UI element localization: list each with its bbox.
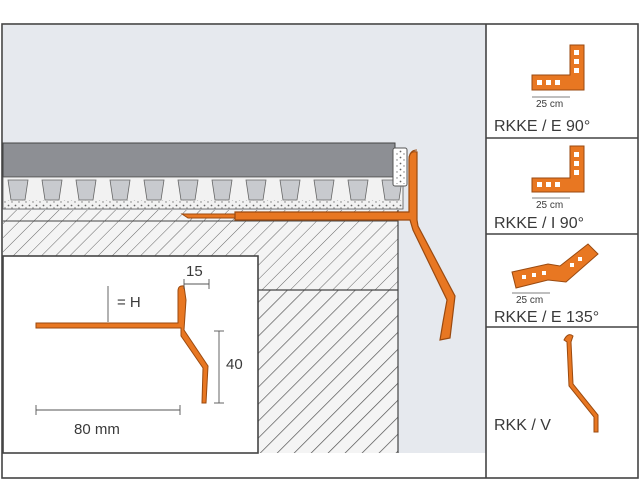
drainage-bump [75,179,97,201]
wall-column-hatch [258,290,398,453]
size-label-i90: 25 cm [536,200,563,211]
drainage-bump [279,179,301,201]
drainage-bump [211,179,233,201]
size-label-e90: 25 cm [536,99,563,110]
panel-rkk-v: RKK / V [494,334,599,434]
panel-name-i90: RKKE / I 90° [494,215,584,232]
drainage-bump [245,179,267,201]
corner-profile-e135 [511,243,599,289]
panel-name-rkk-v: RKK / V [494,417,551,434]
dimension-lines [35,279,224,415]
profile-rkk-v [563,334,599,433]
drainage-bump [177,179,199,201]
tile-covering [2,142,396,178]
mortar-bed [3,200,403,210]
drainage-bump [109,179,131,201]
corner-profile-e135-holes [522,257,582,279]
corner-profile-i90-holes [537,152,579,187]
outer-frame [1,23,639,479]
drainage-bump [313,179,335,201]
profile-anchor-strip [180,213,243,219]
corner-profile-e90-holes [537,50,579,85]
product-panels: 25 cm RKKE / E 90° 25 cm RKKE / I 90° 25… [485,24,638,478]
drainage-bump [347,179,369,201]
panel-rkke-e90: 25 cm RKKE / E 90° [494,44,590,135]
dim-horizontal-label: 80 mm [74,421,120,438]
drainage-bump [41,179,63,201]
panel-rkke-i90: 25 cm RKKE / I 90° [494,145,585,232]
corner-profile-i90 [531,145,585,193]
detail-box [2,255,259,454]
joint-sealant-fill [395,150,405,184]
panel-name-e135: RKKE / E 135° [494,309,599,326]
drainage-bump [7,179,29,201]
size-label-e135: 25 cm [516,295,543,306]
dim-top-width-label: 15 [186,263,203,280]
panel-rkke-e135: 25 cm RKKE / E 135° [494,243,599,326]
dim-vertical-label: 40 [226,356,243,373]
dim-height-label: = H [117,294,141,311]
corner-profile-e90 [531,44,585,91]
drainage-bump [143,179,165,201]
section-view: 15 = H 40 80 mm [2,25,486,454]
panel-name-e90: RKKE / E 90° [494,118,590,135]
profile-upstand [408,149,418,212]
